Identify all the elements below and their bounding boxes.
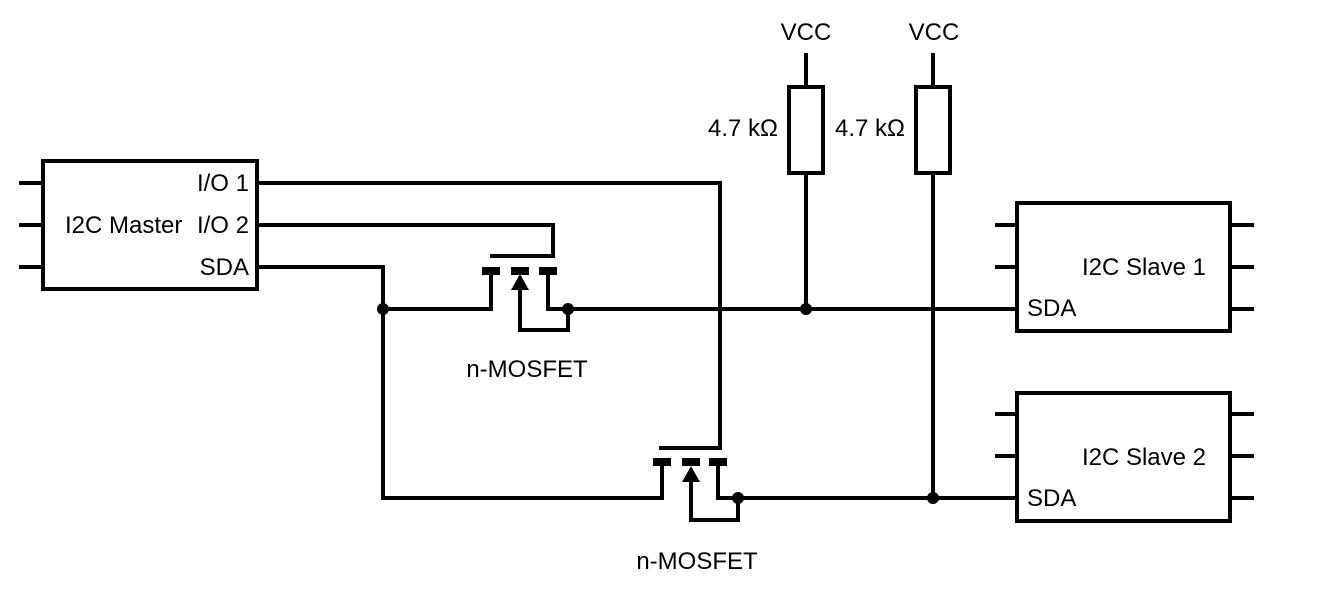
wire-mosfet2-body-tie [689, 480, 740, 522]
i2c-master-box [41, 159, 259, 291]
vcc2-label: VCC [909, 19, 960, 46]
mosfet1-body-arrow-icon [511, 274, 529, 290]
mosfet1-label: n-MOSFET [466, 356, 588, 383]
junction-dot [927, 492, 939, 504]
i2c-slave1-box [1015, 201, 1232, 333]
mosfet2-label: n-MOSFET [636, 548, 758, 575]
mosfet2-body-arrow-icon [682, 466, 700, 482]
master-pin-sda-label: SDA [200, 254, 249, 281]
mosfet2-drain-pad [709, 458, 727, 466]
slave1-left-pin-stubs [995, 223, 1017, 269]
wire-mosfet1-body-tie [518, 288, 570, 332]
mosfet2-source-pad [653, 458, 671, 466]
wire-sda1-bus [546, 273, 1017, 311]
wire-master-sda-net [257, 265, 664, 500]
pullup-resistor-2 [914, 85, 952, 175]
slave2-left-pin-stubs [995, 412, 1017, 458]
master-left-pin-stubs [19, 181, 43, 269]
n-mosfet1-symbol [482, 254, 557, 290]
slave1-pin-sda-label: SDA [1027, 295, 1076, 322]
wire-io1-net [257, 181, 722, 448]
wire-io2-net [257, 223, 555, 256]
junction-dot [800, 303, 812, 315]
pullup1-value-label: 4.7 kΩ [708, 115, 778, 142]
junction-dot [562, 303, 574, 315]
n-mosfet2-symbol [653, 446, 727, 482]
i2c-slave2-box [1015, 391, 1232, 523]
mosfet1-drain-pad [539, 267, 557, 275]
slave1-right-pin-stubs [1229, 223, 1254, 311]
master-label: I2C Master [65, 212, 182, 239]
slave2-label: I2C Slave 2 [1082, 444, 1206, 471]
mosfet1-source-pad [482, 267, 500, 275]
junction-dot [732, 492, 744, 504]
vcc1-label: VCC [781, 19, 832, 46]
mosfet2-body-pad [682, 458, 700, 466]
wire-sda2-bus [716, 464, 1017, 500]
pullup2-value-label: 4.7 kΩ [835, 115, 905, 142]
slave2-pin-sda-label: SDA [1027, 485, 1076, 512]
slave1-label: I2C Slave 1 [1082, 254, 1206, 281]
pullup-resistor-1 [787, 85, 825, 175]
master-pin-io2-label: I/O 2 [197, 212, 249, 239]
wire-mosfet1-source-branch [383, 273, 493, 311]
mosfet1-body-pad [511, 267, 529, 275]
slave2-right-pin-stubs [1229, 412, 1254, 500]
master-pin-io1-label: I/O 1 [197, 170, 249, 197]
junction-dot [377, 303, 389, 315]
